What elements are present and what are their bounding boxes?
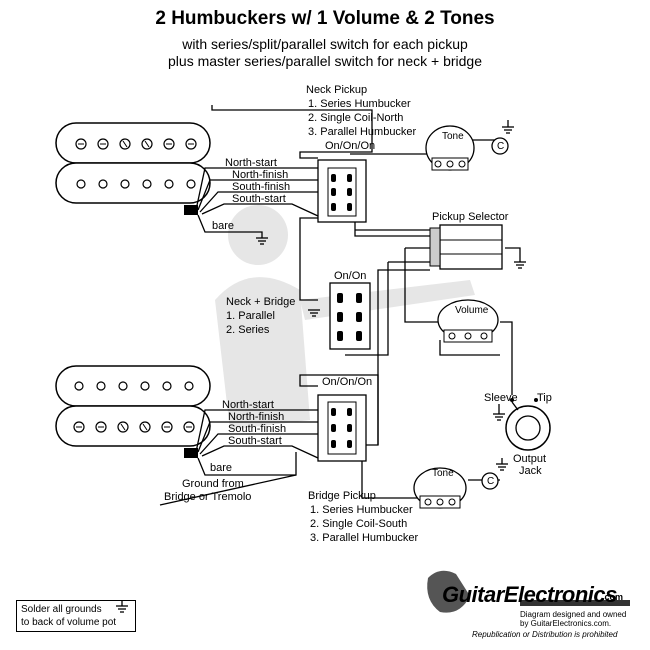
bridge-cap-label: C — [487, 476, 495, 487]
ground-icon — [256, 237, 268, 245]
master-option-1: 1. Parallel — [226, 310, 275, 322]
logo-brand: GuitarElectronics — [442, 582, 617, 607]
neck-option-2: 2. Single Coil-North — [308, 112, 404, 124]
wires — [159, 105, 521, 506]
solder-note-line-1: Solder all grounds — [21, 604, 102, 615]
bridge-tone-label: Tone — [432, 468, 454, 479]
bridge-wire-south-start: South-start — [228, 435, 282, 447]
subtitle-2: plus master series/parallel switch for n… — [168, 53, 482, 69]
neck-tone-pot — [425, 125, 509, 171]
ground-icon — [502, 120, 514, 134]
neck-pickup-title: Neck Pickup — [306, 84, 368, 96]
master-option-2: 2. Series — [226, 324, 270, 336]
bridge-wire-south-finish: South-finish — [228, 423, 287, 435]
ground-symbols — [116, 120, 526, 613]
solder-note-line-2: to back of volume pot — [21, 617, 117, 628]
ground-note-2: Bridge or Tremolo — [164, 491, 252, 503]
volume-pot — [437, 299, 499, 343]
tip-label: Tip — [537, 392, 552, 404]
master-switch-label: On/On — [334, 270, 367, 282]
sleeve-label: Sleeve — [484, 392, 518, 404]
bridge-wire-north-finish: North-finish — [228, 411, 285, 423]
bridge-bare-label: bare — [210, 462, 233, 474]
bridge-pickup-title: Bridge Pickup — [308, 490, 376, 502]
neck-tone-label: Tone — [442, 131, 464, 142]
ground-icon — [308, 309, 320, 317]
bridge-tone-pot — [413, 467, 499, 509]
master-switch-title: Neck + Bridge — [226, 296, 296, 308]
neck-wire-north-start: North-start — [225, 157, 277, 169]
logo-domain: .com — [602, 592, 624, 602]
ground-icon — [496, 458, 508, 471]
output-jack — [505, 398, 551, 451]
ground-icon — [116, 601, 128, 613]
neck-switch — [317, 159, 367, 223]
bridge-option-1: 1. Series Humbucker — [310, 504, 413, 516]
ground-icon — [514, 261, 526, 269]
neck-option-1: 1. Series Humbucker — [308, 98, 411, 110]
neck-wire-north-finish: North-finish — [232, 169, 289, 181]
neck-switch-label: On/On/On — [325, 140, 376, 152]
neck-cap-label: C — [497, 141, 505, 152]
pickup-selector-label: Pickup Selector — [432, 211, 509, 223]
neck-wire-south-start: South-start — [232, 193, 286, 205]
page-title: 2 Humbuckers w/ 1 Volume & 2 Tones — [155, 8, 495, 29]
neck-option-3: 3. Parallel Humbucker — [308, 126, 417, 138]
bridge-pickup — [55, 365, 211, 458]
bridge-wire-north-start: North-start — [222, 399, 274, 411]
logo-line-3: Republication or Distribution is prohibi… — [472, 630, 618, 639]
output-jack-label-2: Jack — [519, 465, 542, 477]
ground-icon — [493, 404, 505, 421]
volume-label: Volume — [455, 305, 489, 316]
capacitor-icon — [481, 472, 499, 490]
neck-wire-south-finish: South-finish — [232, 181, 291, 193]
output-jack-label-1: Output — [513, 453, 547, 465]
solder-note: Solder all grounds to back of volume pot — [16, 600, 136, 632]
bridge-option-3: 3. Parallel Humbucker — [310, 532, 419, 544]
logo-line-2: by GuitarElectronics.com. — [520, 619, 612, 628]
capacitor-icon — [491, 137, 509, 155]
bridge-switch-label: On/On/On — [322, 376, 373, 388]
neck-pickup — [55, 122, 211, 215]
ground-note-1: Ground from — [182, 478, 244, 490]
subtitle-1: with series/split/parallel switch for ea… — [182, 36, 468, 52]
logo-line-1: Diagram designed and owned — [520, 610, 627, 619]
bridge-switch — [317, 394, 367, 462]
logo-guitar-icon — [427, 570, 630, 613]
bridge-option-2: 2. Single Coil-South — [310, 518, 408, 530]
master-switch — [329, 282, 371, 350]
neck-bare-label: bare — [212, 220, 235, 232]
pickup-selector — [429, 224, 503, 270]
